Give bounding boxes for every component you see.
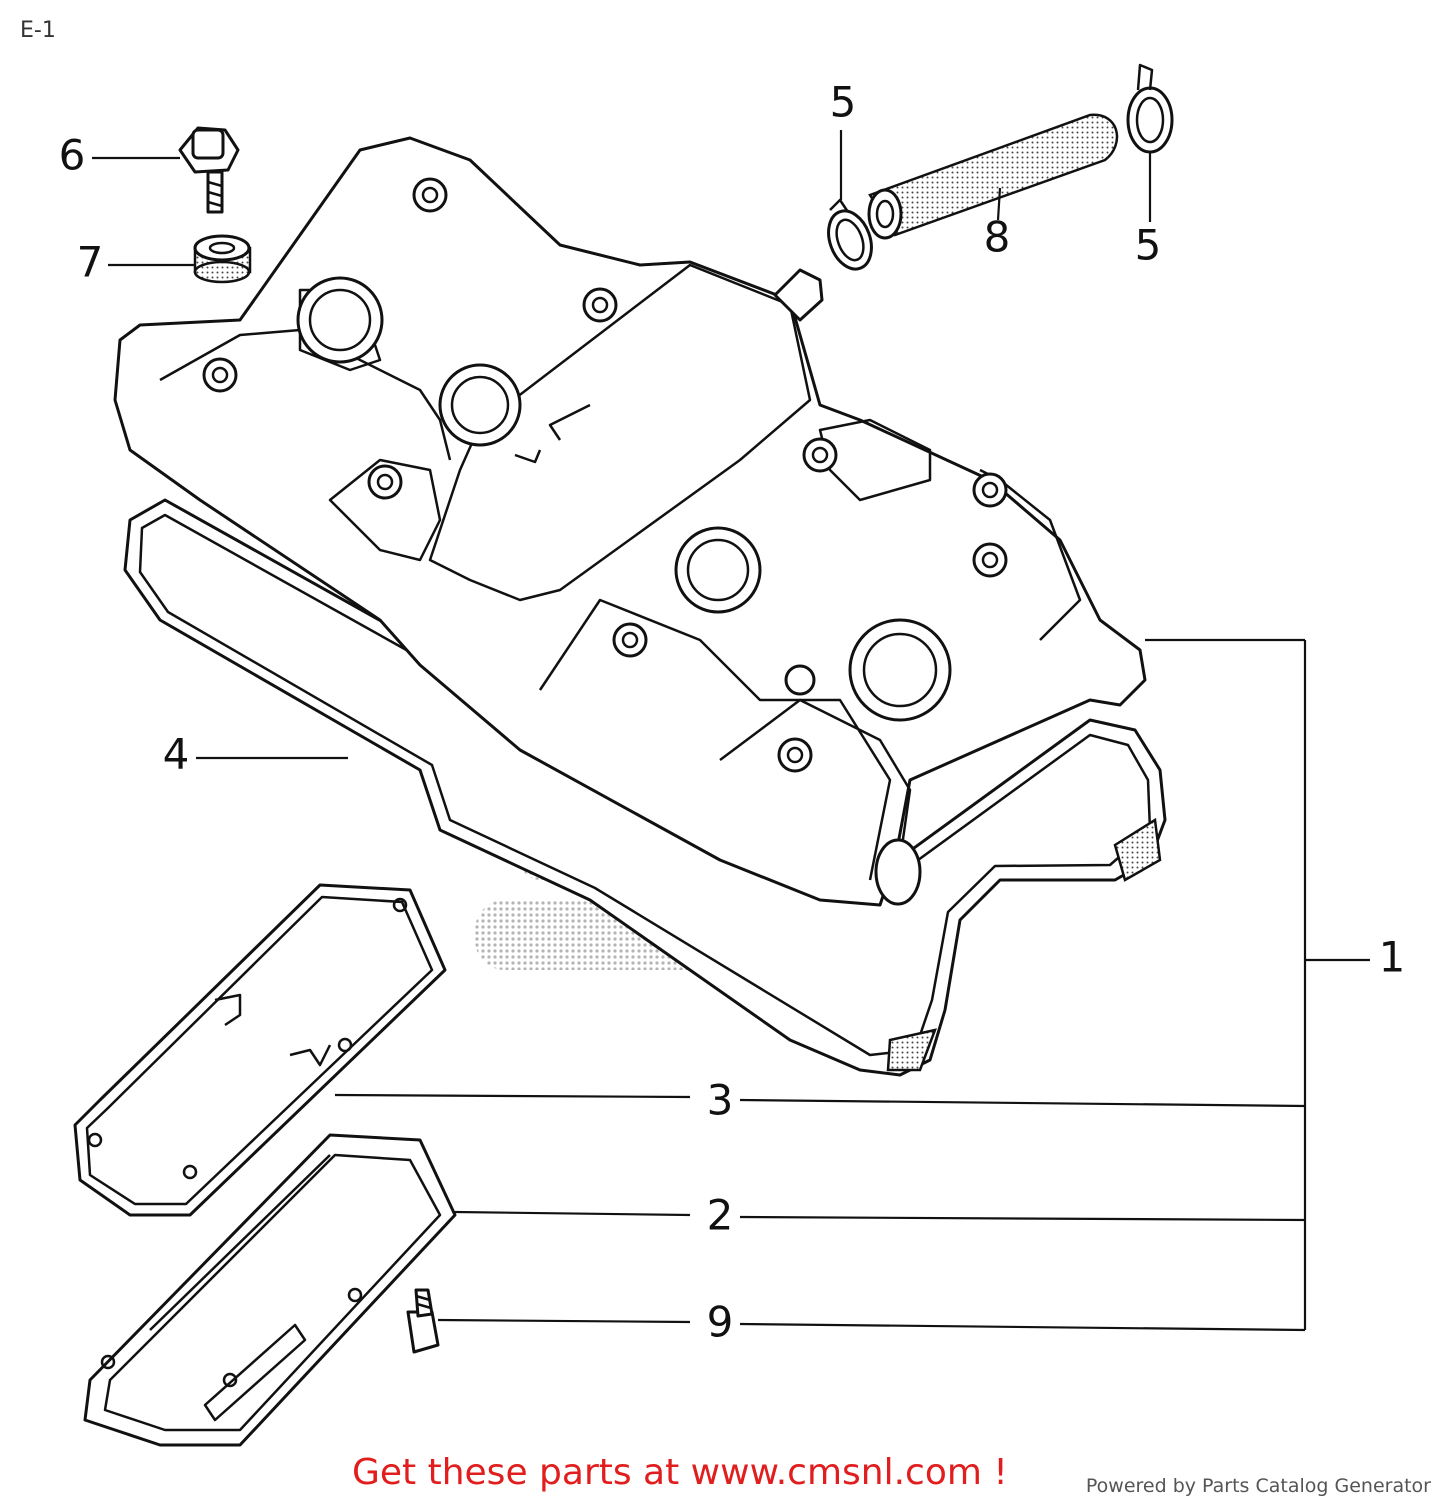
powered-by-text: Powered by Parts Catalog Generator xyxy=(1085,1475,1431,1497)
callout-1: 1 xyxy=(1379,933,1406,982)
callout-6: 6 xyxy=(59,131,86,180)
callout-7: 7 xyxy=(77,238,104,287)
part-5-clip-right[interactable] xyxy=(1126,63,1174,154)
callout-9: 9 xyxy=(707,1298,734,1347)
part-7-rubber-washer[interactable] xyxy=(193,234,252,284)
part-9-screw[interactable] xyxy=(406,1288,440,1354)
cta-link[interactable]: Get these parts at www.cmsnl.com ! xyxy=(352,1452,1008,1493)
callout-5-left: 5 xyxy=(830,78,857,127)
part-6-bolt[interactable] xyxy=(178,126,240,214)
part-2-plate[interactable] xyxy=(83,1133,457,1447)
part-8-breather-tube[interactable] xyxy=(867,113,1119,240)
page-code: E-1 xyxy=(20,18,56,43)
part-1-cylinder-head-cover[interactable] xyxy=(113,136,1147,907)
parts-diagram: 6 7 5 8 5 4 1 3 2 9 xyxy=(59,63,1406,1447)
part-3-gasket[interactable] xyxy=(73,883,447,1217)
callout-8: 8 xyxy=(984,213,1011,262)
callout-4: 4 xyxy=(163,730,190,779)
callout-5-right: 5 xyxy=(1135,221,1162,270)
callout-3: 3 xyxy=(707,1076,734,1125)
leader-lines xyxy=(92,130,1370,1332)
callout-2: 2 xyxy=(707,1191,734,1240)
